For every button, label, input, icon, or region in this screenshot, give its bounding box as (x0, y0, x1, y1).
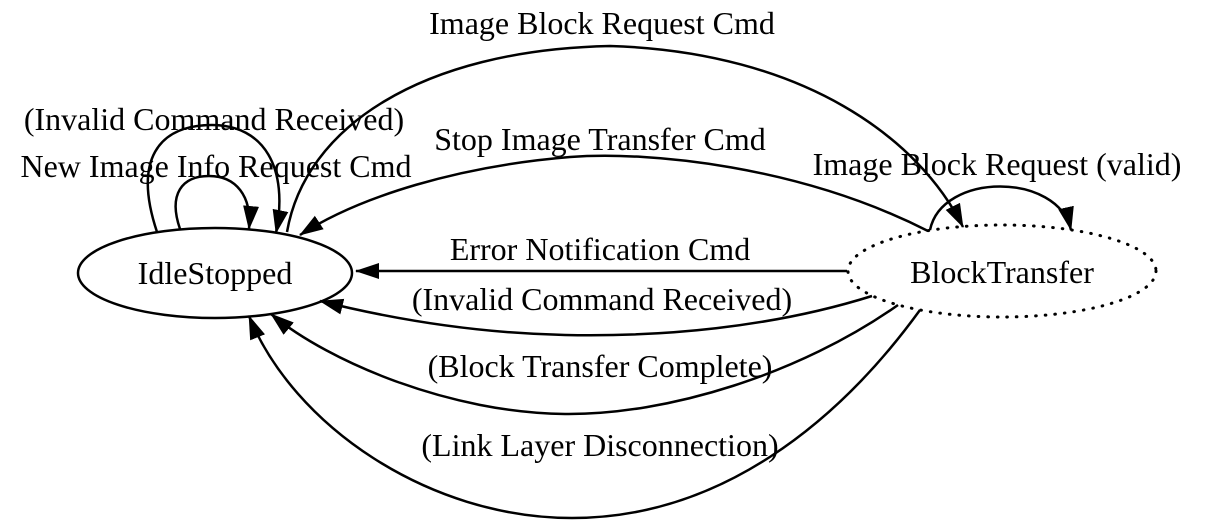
node-idlestopped-label: IdleStopped (138, 255, 293, 291)
edge-self-new-image-info-request-cmd (174, 174, 260, 230)
edge-label-stop-image-transfer-cmd: Stop Image Transfer Cmd (434, 121, 766, 157)
edge-label-invalid-command-received: (Invalid Command Received) (412, 281, 792, 317)
edge-label-new-image-info-request-cmd: New Image Info Request Cmd (20, 148, 411, 184)
edge-invalid-command-received (319, 294, 873, 337)
edge-label-image-block-request-valid: Image Block Request (valid) (813, 146, 1182, 182)
edge-label-block-transfer-complete: (Block Transfer Complete) (428, 348, 773, 384)
edge-label-image-block-request-cmd: Image Block Request Cmd (429, 5, 775, 41)
edge-link-layer-disconnection (247, 309, 922, 520)
node-blocktransfer-label: BlockTransfer (910, 254, 1094, 290)
edge-self-image-block-request-valid (928, 185, 1074, 231)
edge-label-error-notification-cmd: Error Notification Cmd (450, 231, 750, 267)
edge-self-invalid-command-received (146, 123, 289, 234)
edge-label-link-layer-disconnection: (Link Layer Disconnection) (421, 427, 778, 463)
node-idlestopped-shape (76, 226, 354, 320)
edge-stop-image-transfer-cmd (299, 154, 929, 237)
edge-image-block-request-cmd (285, 44, 965, 233)
node-blocktransfer-shape (846, 223, 1158, 319)
edge-block-transfer-complete (270, 303, 899, 416)
edge-label-self-invalid-command-received: (Invalid Command Received) (24, 101, 404, 137)
